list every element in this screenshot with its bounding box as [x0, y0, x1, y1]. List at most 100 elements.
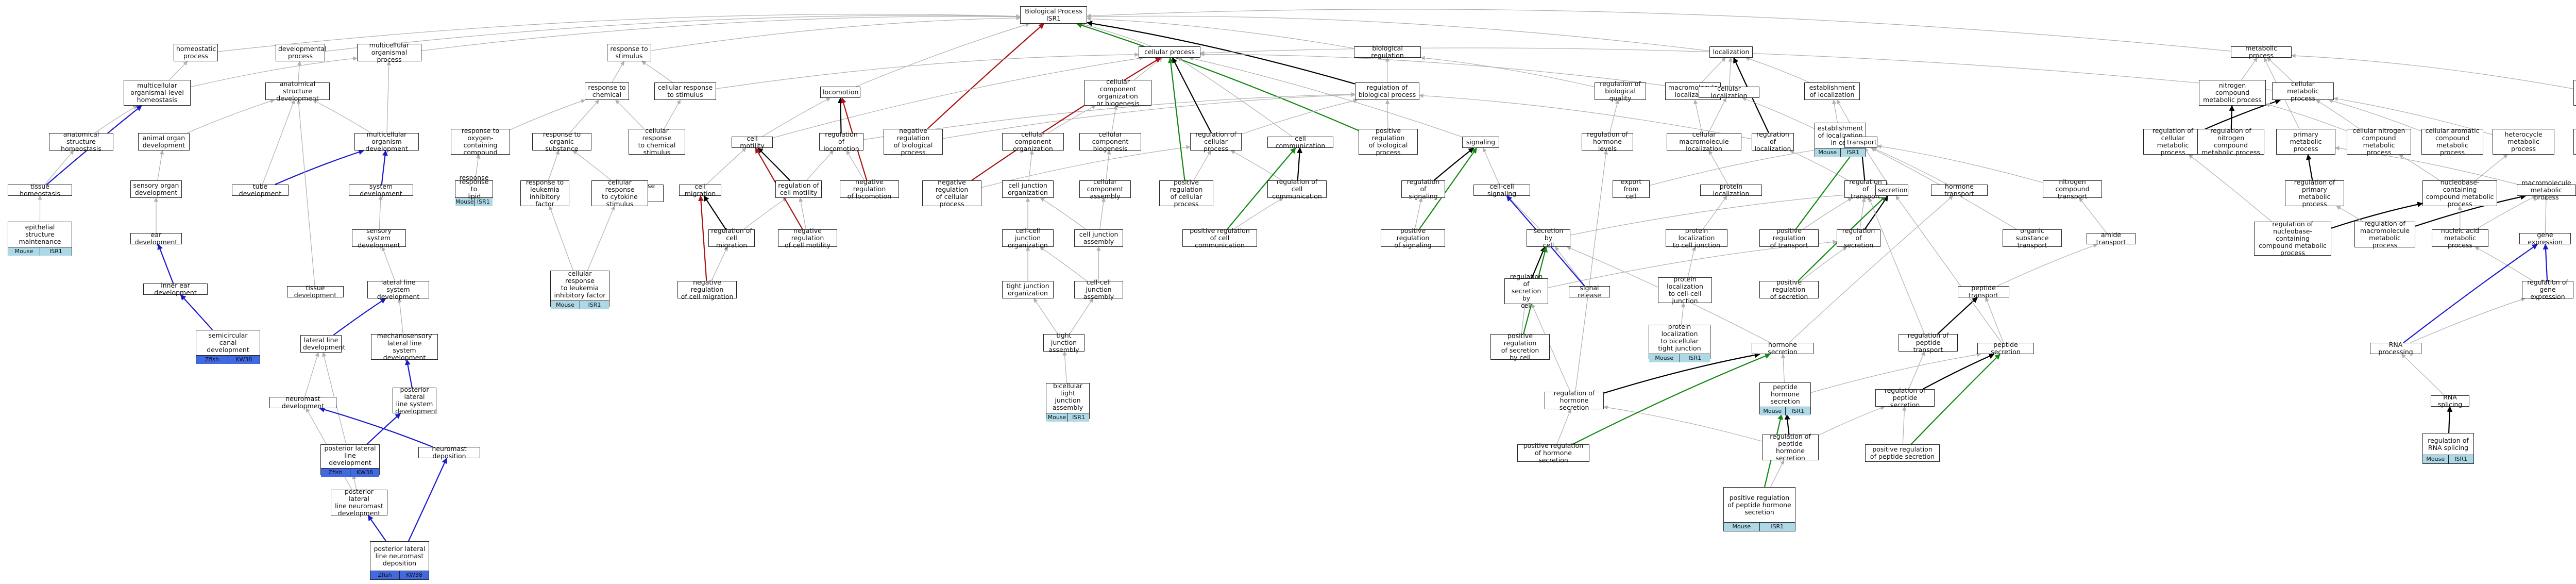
- go-term-regbq[interactable]: regulation of biological quality: [1595, 80, 1646, 102]
- go-term-regsignaling[interactable]: regulation of signaling: [1401, 178, 1445, 200]
- go-term-tissuehomeo[interactable]: tissue homeostasis: [8, 183, 72, 197]
- go-term-cellcellsignal[interactable]: cell-cell signaling: [1473, 183, 1530, 197]
- go-term-cellmetab[interactable]: cellular metabolic process: [2272, 80, 2334, 102]
- go-term-secretionbycell[interactable]: secretion by cell: [1527, 227, 1570, 249]
- go-term-rnaprocessing[interactable]: RNA processing: [2370, 341, 2421, 356]
- go-term-negregcellmot[interactable]: negative regulation of cell motility: [778, 227, 837, 249]
- go-term-regnucleobase[interactable]: regulation of nucleobase-containing comp…: [2254, 221, 2331, 257]
- go-term-anatdev[interactable]: anatomical structure development: [265, 80, 330, 102]
- go-term-cellmacroloc[interactable]: cellular macromolecule localization: [1667, 131, 1741, 153]
- go-term-posregcellcomm[interactable]: positive regulation of cell communicatio…: [1182, 227, 1257, 249]
- go-term-cellresp[interactable]: cellular response to stimulus: [654, 82, 716, 100]
- go-term-exportcell[interactable]: export from cell: [1613, 178, 1650, 200]
- go-term-ccorgonly[interactable]: cellular component organization: [1002, 131, 1064, 153]
- go-term-celljuncorg[interactable]: cell junction organization: [1002, 180, 1054, 198]
- go-term-regpeptidesecretion[interactable]: regulation of peptide secretion: [1875, 387, 1935, 409]
- go-term-neuromastdev[interactable]: neuromast development: [269, 395, 336, 410]
- go-term-regcp[interactable]: regulation of cellular process: [1190, 131, 1242, 153]
- go-term-regloco[interactable]: regulation of locomotion: [819, 131, 863, 153]
- go-term-animalorgan[interactable]: animal organ development: [138, 133, 190, 151]
- go-term-tubedev[interactable]: tube development: [232, 183, 289, 197]
- go-term-transport[interactable]: transport: [1844, 137, 1877, 148]
- go-term-regsecretion[interactable]: regulation of secretion: [1837, 227, 1880, 249]
- go-term-homeostatic[interactable]: homeostatic process: [174, 44, 218, 61]
- go-term-regmacromol[interactable]: regulation of macromolecule metabolic pr…: [2354, 220, 2415, 249]
- go-term-protloccellcell[interactable]: protein localization to cell-cell juncti…: [1658, 276, 1712, 305]
- go-term-protlocbicellular[interactable]: protein localization to bicellular tight…: [1649, 323, 1710, 362]
- go-term-cellmot[interactable]: cell motility: [732, 135, 773, 149]
- go-term-regtransport[interactable]: regulation of transport: [1844, 178, 1887, 200]
- go-term-ccassembly[interactable]: cellular component assembly: [1079, 178, 1131, 200]
- go-term-cellproc[interactable]: cellular process: [1139, 46, 1200, 58]
- go-term-signaling[interactable]: signaling: [1462, 137, 1499, 148]
- go-term-amidetransport[interactable]: amide transport: [2087, 231, 2136, 246]
- go-term-posregcp[interactable]: positive regulation of cellular process: [1159, 179, 1213, 208]
- go-term-cellmigrationreg[interactable]: regulation of cell migration: [708, 227, 755, 249]
- go-term-latlinesysdev[interactable]: lateral line system development: [367, 279, 429, 301]
- go-term-primmetab[interactable]: primary metabolic process: [2276, 129, 2335, 155]
- go-term-regcellmetab[interactable]: regulation of cellular metabolic process: [2143, 127, 2202, 156]
- go-term-regsecretionbycell[interactable]: regulation of secretion by cell: [1504, 273, 1548, 309]
- go-term-cellnitro[interactable]: cellular nitrogen compound metabolic pro…: [2347, 127, 2411, 156]
- go-term-cellcelljuncassembly[interactable]: cell-cell junction assembly: [1074, 279, 1123, 301]
- go-term-posregtransport[interactable]: positive regulation of transport: [1759, 227, 1819, 249]
- go-term-nitrotransport[interactable]: nitrogen compound transport: [2043, 178, 2102, 200]
- go-term-regprimmetab[interactable]: regulation of primary metabolic process: [2285, 179, 2344, 208]
- go-term-bp[interactable]: Biological Process ISR1: [1020, 6, 1087, 24]
- go-term-posregsecretionbycell[interactable]: positive regulation of secretion by cell: [1490, 332, 1550, 361]
- go-term-orgsubtransport[interactable]: organic substance transport: [2003, 227, 2062, 249]
- go-term-bioreg[interactable]: biological regulation: [1354, 45, 1421, 59]
- go-term-regnitro[interactable]: regulation of nitrogen compound metaboli…: [2197, 127, 2264, 156]
- go-term-peptidetransport[interactable]: peptide transport: [1958, 285, 2009, 299]
- go-term-regbp[interactable]: regulation of biological process: [1355, 82, 1419, 100]
- go-term-sensorysysdev[interactable]: sensory system development: [352, 227, 406, 249]
- go-term-ccorg[interactable]: cellular component organization or bioge…: [1084, 78, 1151, 107]
- go-term-hormtransport[interactable]: hormone transport: [1931, 183, 1988, 197]
- go-term-systemdev[interactable]: system development: [349, 183, 413, 197]
- go-term-mcorghomeo[interactable]: multicellular organismal-level homeostas…: [124, 80, 191, 106]
- go-term-postlatlinesys[interactable]: posterior lateral line system developmen…: [393, 386, 437, 415]
- go-term-metabolic[interactable]: metabolic process: [2231, 45, 2292, 59]
- go-term-sensoryorgan[interactable]: sensory organ development: [130, 180, 182, 198]
- go-term-neuromastdep[interactable]: neuromast deposition: [418, 445, 480, 460]
- go-term-tissuedev[interactable]: tissue development: [287, 285, 344, 299]
- go-term-postlatlineneuromastdev[interactable]: posterior lateral line neuromast develop…: [331, 488, 387, 517]
- go-term-resporg[interactable]: response to organic substance: [532, 131, 591, 153]
- go-term-regpeptidehormsecretion[interactable]: regulation of peptide hormone secretion: [1762, 433, 1819, 462]
- go-term-reghormlev[interactable]: regulation of hormone levels: [1582, 131, 1633, 153]
- go-term-nitrometab[interactable]: nitrogen compound metabolic process: [2199, 80, 2266, 106]
- go-term-respoxy[interactable]: response to oxygen-containing compound: [451, 127, 510, 156]
- go-term-peptidesecretion[interactable]: peptide secretion: [1977, 341, 2034, 356]
- go-term-macromolmetab[interactable]: macromolecule metabolic process: [2517, 179, 2576, 201]
- go-term-rnasplicing[interactable]: RNA splicing: [2431, 394, 2469, 408]
- go-term-cellloc[interactable]: cellular localization: [1699, 85, 1759, 99]
- go-term-regcellmot[interactable]: regulation of cell motility: [775, 180, 822, 198]
- go-term-posregbp[interactable]: positive regulation of biological proces…: [1359, 127, 1418, 156]
- go-term-locomotion[interactable]: locomotion: [820, 87, 860, 98]
- go-term-localization[interactable]: localization: [1709, 46, 1753, 58]
- go-term-cellaromatic[interactable]: cellular aromatic compound metabolic pro…: [2421, 127, 2483, 156]
- go-term-geneexpr[interactable]: gene expression: [2519, 231, 2571, 246]
- go-term-ccbiogen[interactable]: cellular component biogenesis: [1079, 131, 1141, 153]
- go-term-regloc[interactable]: regulation of localization: [1752, 131, 1794, 153]
- go-term-protlocjunc[interactable]: protein localization to cell junction: [1666, 227, 1727, 249]
- go-term-negregcellmigr[interactable]: negative regulation of cell migration: [677, 279, 737, 301]
- go-term-cellrespchem[interactable]: cellular response to chemical stimulus: [629, 127, 685, 156]
- go-term-signalrelease[interactable]: signal release: [1569, 285, 1610, 299]
- go-term-proteinloc[interactable]: protein localization: [1700, 183, 1762, 197]
- go-term-mcorgdev[interactable]: multicellular organism development: [354, 131, 419, 153]
- go-term-tightjuncorg[interactable]: tight junction organization: [1002, 281, 1054, 298]
- go-term-cellrespleuk[interactable]: cellular response to leukemia inhibitory…: [550, 270, 609, 309]
- go-term-orgcyclic[interactable]: organic cyclic compound metabolic proces…: [2573, 129, 2576, 155]
- go-term-celljuncassembly[interactable]: cell junction assembly: [1074, 229, 1123, 247]
- go-term-eardev[interactable]: ear development: [130, 231, 182, 246]
- go-term-respstim[interactable]: response to stimulus: [607, 44, 651, 61]
- go-term-cellcomm[interactable]: cell communication: [1267, 135, 1333, 149]
- go-term-estloc[interactable]: establishment of localization: [1804, 82, 1860, 100]
- go-term-regcellcomm[interactable]: regulation of cell communication: [1267, 178, 1327, 200]
- go-term-posregsecretion[interactable]: positive regulation of secretion: [1759, 279, 1819, 301]
